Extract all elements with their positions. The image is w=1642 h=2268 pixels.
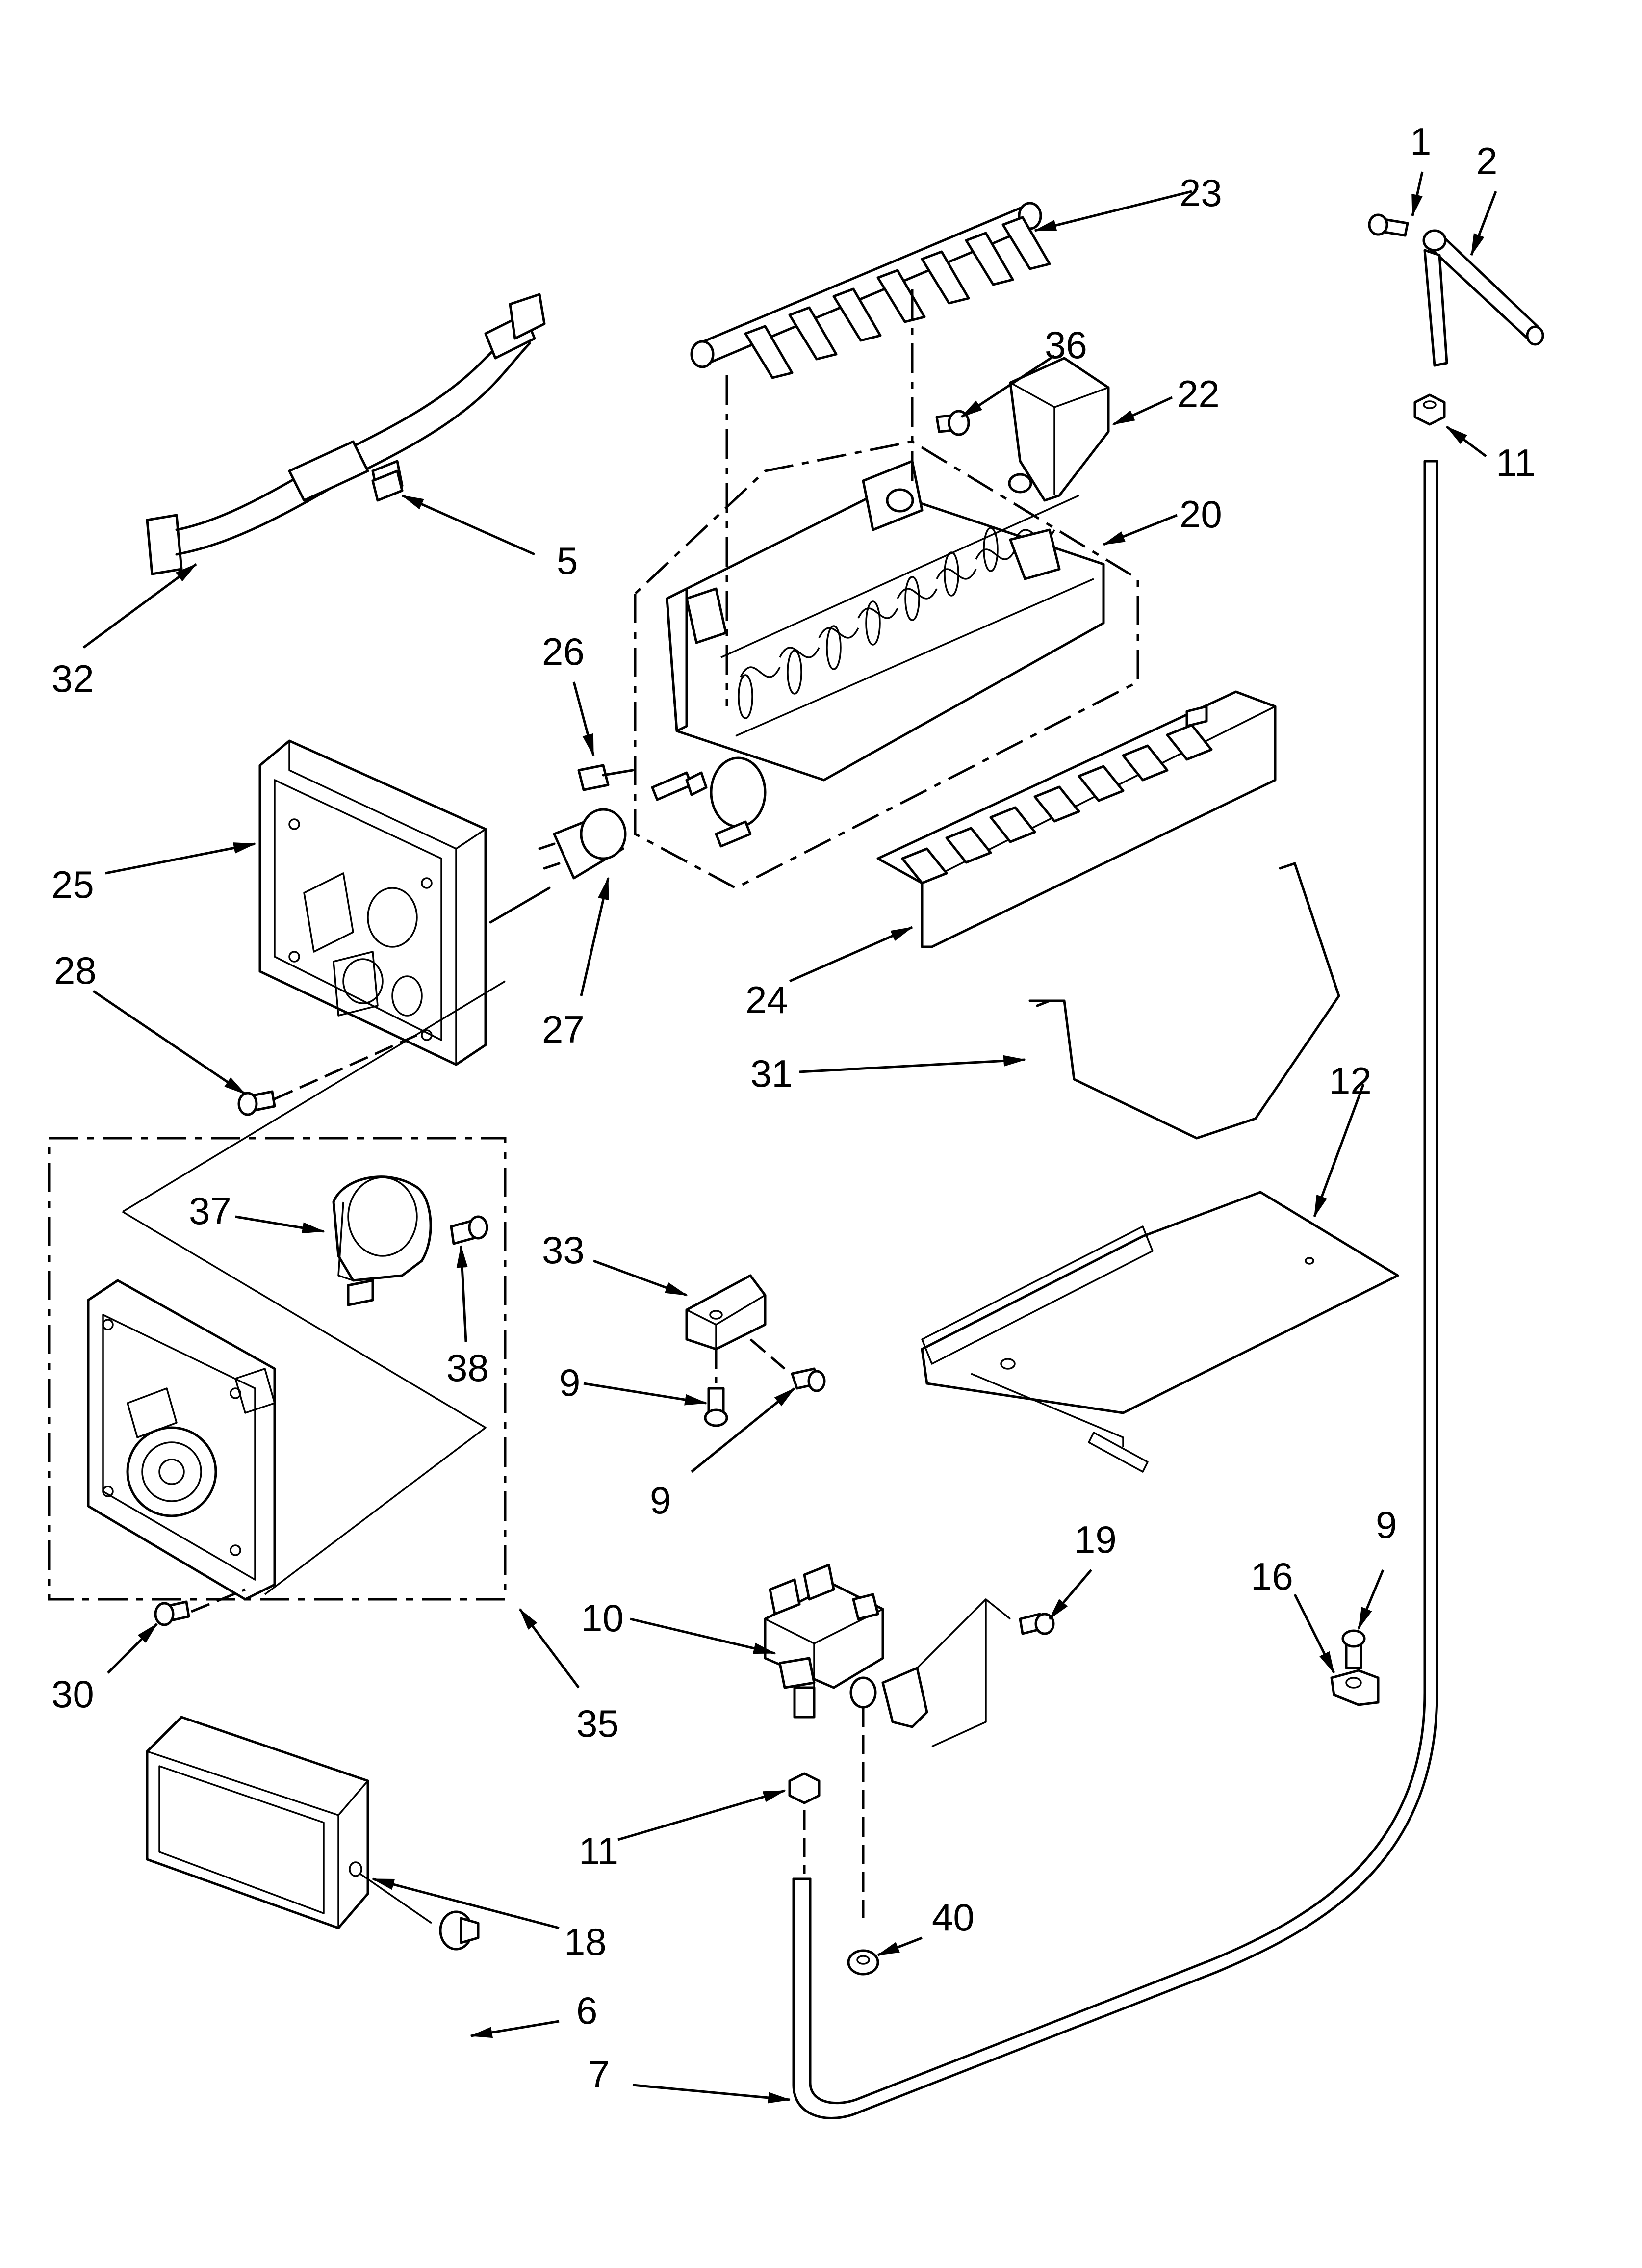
leader-lines xyxy=(82,171,1497,2104)
part-11-nut-lower xyxy=(788,1772,821,1874)
callout-19: 19 xyxy=(1074,1518,1117,1561)
callout-11-upper: 11 xyxy=(1496,441,1536,484)
part-35-module-assembly xyxy=(48,980,507,1601)
part-30-screw xyxy=(154,1588,246,1626)
callout-35: 35 xyxy=(576,1702,619,1745)
part-9-screw-left xyxy=(704,1387,728,1427)
part-26-clip xyxy=(577,764,634,791)
part-22-fill-cup xyxy=(1008,357,1110,502)
part-31-shutoff-arm xyxy=(1028,862,1340,1140)
callout-7: 7 xyxy=(589,2053,610,2096)
part-20-ice-mold xyxy=(634,440,1139,889)
callout-31: 31 xyxy=(750,1052,793,1095)
part-37-motor xyxy=(332,1175,432,1306)
callout-36: 36 xyxy=(1045,323,1087,366)
callout-9-center-lower: 9 xyxy=(650,1479,671,1522)
part-7-water-tube xyxy=(792,460,1438,2119)
part-16-tube-clamp xyxy=(1330,1669,1380,1706)
part-38-screw xyxy=(450,1215,488,1245)
callout-6: 6 xyxy=(576,1989,597,2032)
callout-23: 23 xyxy=(1180,171,1222,214)
part-28-screw xyxy=(237,1034,418,1116)
part-40-nut xyxy=(847,1949,879,1976)
callout-37: 37 xyxy=(189,1189,231,1232)
part-23-ejector-blade xyxy=(690,202,1051,379)
part-5-clip xyxy=(371,469,404,502)
callout-labels: 1 2 5 6 7 9 9 9 10 11 11 12 16 18 19 20 … xyxy=(51,120,1536,2096)
callout-5: 5 xyxy=(557,539,578,582)
callout-11-lower: 11 xyxy=(579,1829,618,1873)
part-27-thermostat xyxy=(489,808,627,924)
part-10-water-valve xyxy=(764,1564,987,1918)
callout-10: 10 xyxy=(581,1596,624,1640)
callout-30: 30 xyxy=(51,1672,94,1716)
part-11-nut-upper xyxy=(1413,393,1446,426)
callout-33: 33 xyxy=(542,1228,585,1272)
part-1-screw xyxy=(1368,213,1409,237)
callout-9-center-upper: 9 xyxy=(559,1361,580,1404)
callout-22: 22 xyxy=(1177,372,1220,416)
part-12-bracket xyxy=(921,1191,1399,1473)
callout-1: 1 xyxy=(1410,120,1431,163)
callout-25: 25 xyxy=(51,863,94,906)
callout-20: 20 xyxy=(1180,493,1222,536)
callout-27: 27 xyxy=(542,1008,585,1051)
part-6-plug xyxy=(439,1910,480,1951)
part-9-screw-clamp xyxy=(1341,1629,1366,1669)
part-9-screw-right xyxy=(791,1367,826,1392)
part-18-module-cover xyxy=(146,1716,432,1929)
callout-18: 18 xyxy=(564,1920,607,1963)
callout-12: 12 xyxy=(1329,1059,1372,1102)
part-33-bracket xyxy=(685,1274,786,1383)
callout-2: 2 xyxy=(1476,139,1497,182)
callout-32: 32 xyxy=(51,657,94,700)
callout-16: 16 xyxy=(1251,1555,1293,1598)
callout-24: 24 xyxy=(745,978,788,1021)
part-2-fill-tube xyxy=(1422,229,1544,367)
callout-28: 28 xyxy=(54,949,97,992)
part-25-module-housing xyxy=(258,739,487,1066)
callout-38: 38 xyxy=(446,1346,489,1389)
callout-40: 40 xyxy=(932,1896,975,1939)
part-32-wire-harness xyxy=(146,293,546,575)
part-19-screw xyxy=(985,1598,1055,1635)
callout-9-right: 9 xyxy=(1376,1503,1397,1546)
part-24-front-cover xyxy=(876,690,1277,948)
callout-26: 26 xyxy=(542,630,585,673)
